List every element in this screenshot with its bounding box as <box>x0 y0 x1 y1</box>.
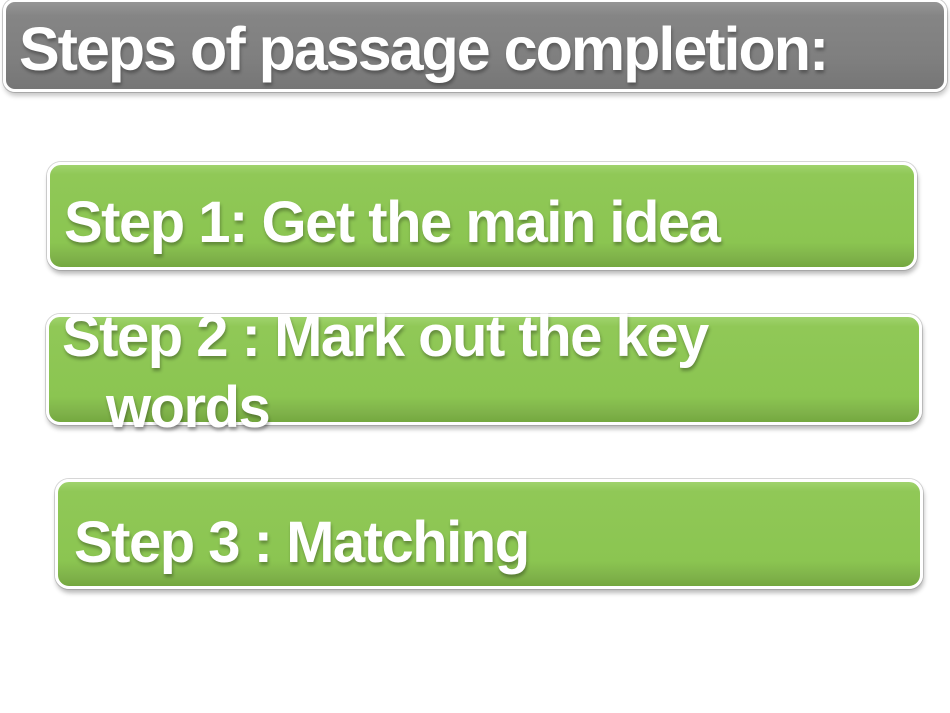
step-3-label: Step 3 : Matching <box>74 510 530 575</box>
step-2-box: Step 2 : Mark out the key words <box>46 308 922 437</box>
step-3-box: Step 3 : Matching <box>55 479 923 589</box>
step-2-label-line-1: Step 2 : Mark out the key <box>62 304 709 369</box>
slide-title: Steps of passage completion: <box>19 15 829 83</box>
step-1-label: Step 1: Get the main idea <box>64 190 721 255</box>
step-1-box: Step 1: Get the main idea <box>47 162 917 270</box>
title-banner: Steps of passage completion: <box>3 0 947 92</box>
step-2-label-line-2: words <box>106 375 271 440</box>
